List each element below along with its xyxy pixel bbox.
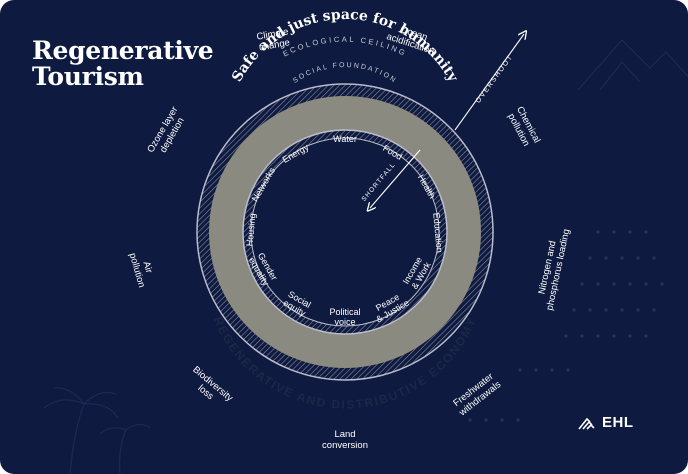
palm-tree-decoration-icon <box>43 387 151 474</box>
ehl-logo: EHL <box>578 414 634 431</box>
foundation-label-water: Water <box>333 134 357 144</box>
dot-pattern-decoration-icon <box>468 230 664 422</box>
svg-text:Ozone layerdepletion: Ozone layerdepletion <box>145 105 190 160</box>
overshoot-arrow <box>454 34 524 131</box>
ceiling-label-nitrogen-phosphorus: Nitrogen andphosphorus loading <box>534 226 573 312</box>
ceiling-label-freshwater-withdrawals: Freshwaterwithdrawals <box>450 370 504 419</box>
svg-text:Nitrogen andphosphorus loading: Nitrogen andphosphorus loading <box>534 226 573 312</box>
ehl-logo-icon <box>578 417 595 430</box>
svg-text:Freshwaterwithdrawals: Freshwaterwithdrawals <box>450 370 504 419</box>
title-line-2: Tourism <box>32 62 144 91</box>
foundation-label-housing: Housing <box>245 213 258 247</box>
ceiling-label-ozone-depletion: Ozone layerdepletion <box>145 105 190 160</box>
title-line-1: Regenerative <box>32 36 214 65</box>
svg-text:Airpollution: Airpollution <box>127 249 158 289</box>
mountain-decoration-icon <box>577 39 688 91</box>
svg-text:Water: Water <box>333 134 357 144</box>
foundation-label-education: Education <box>431 212 444 253</box>
ceiling-label-climate-change: Climatechange <box>256 26 292 53</box>
ehl-logo-text: EHL <box>602 414 634 431</box>
svg-text:Education: Education <box>431 212 444 253</box>
svg-text:Housing: Housing <box>245 213 258 247</box>
ceiling-label-biodiversity-loss: Biodiversityloss <box>183 364 235 412</box>
shortfall-arrow <box>370 149 421 208</box>
page-title: Regenerative Tourism <box>32 36 214 91</box>
overshoot-label: OVERSHOOT <box>475 54 515 105</box>
svg-text:Biodiversityloss: Biodiversityloss <box>183 364 235 412</box>
svg-text:Climatechange: Climatechange <box>256 26 292 53</box>
social-foundation-label: SOCIAL FOUNDATION <box>292 62 398 85</box>
ceiling-label-air-pollution: Airpollution <box>127 249 158 289</box>
inner-core <box>250 137 440 327</box>
ceiling-label-chemical-pollution: Chemicalpollution <box>504 105 542 150</box>
svg-text:Chemicalpollution: Chemicalpollution <box>504 105 542 150</box>
